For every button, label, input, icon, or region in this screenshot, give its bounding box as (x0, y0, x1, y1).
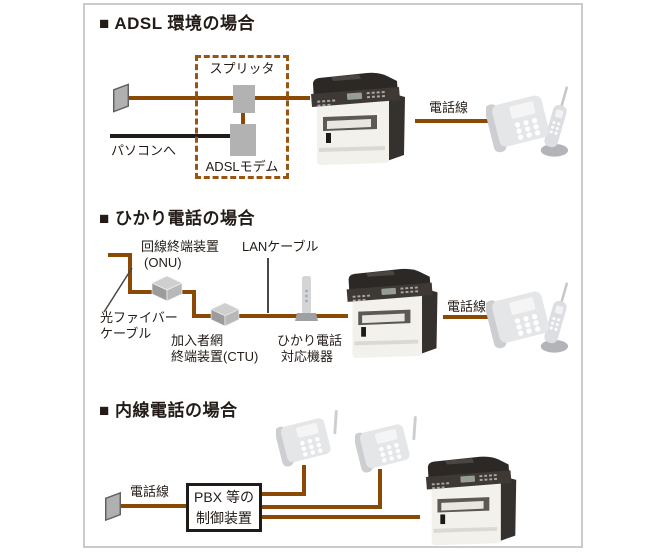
phone-line-label-adsl: 電話線 (429, 100, 469, 115)
ctu-label-line2: 終端装置(CTU) (171, 349, 259, 364)
adsl-modem-label: ADSLモデム (205, 159, 279, 174)
splitter-modem-connector (241, 112, 245, 126)
pbx-control-box: PBX 等の 制御装置 (186, 483, 262, 532)
onu-box-icon (150, 274, 184, 302)
section-title-adsl: ■ ADSL 環境の場合 (99, 14, 256, 33)
line-step-down (192, 290, 196, 318)
pbx-line-to-phone-b-h (260, 505, 382, 509)
phone-line-printer-to-phone-2 (443, 315, 493, 319)
line-ctu-to-printer (192, 314, 348, 318)
onu-label-line1: 回線終端装置 (141, 239, 220, 254)
fiber-line-h1 (108, 253, 132, 257)
telephone-icon (486, 80, 572, 160)
fax-printer-icon (337, 264, 451, 363)
fiber-label-line1: 光ファイバー (100, 310, 178, 325)
phone-line-printer-to-phone (415, 119, 493, 123)
fax-printer-icon (414, 452, 532, 550)
lan-cable-label: LANケーブル (242, 239, 319, 254)
phone-line-jack-to-printer (122, 96, 310, 100)
wall-jack-icon (111, 83, 131, 113)
phone-line-label-hikari: 電話線 (447, 299, 487, 314)
fiber-line-v1 (128, 253, 132, 294)
phone-line-label-naisen: 電話線 (130, 484, 170, 499)
section-title-naisen: ■ 内線電話の場合 (99, 401, 238, 420)
pbx-line-to-phone-a-h (260, 492, 306, 496)
adsl-modem-box (230, 124, 256, 156)
onu-label-line2: (ONU) (144, 255, 182, 270)
fiber-pointer-line (103, 267, 133, 313)
phone-line-jack-to-pbx (114, 504, 188, 508)
hikari-device-label-line2: 対応機器 (281, 349, 334, 364)
section-title-hikari: ■ ひかり電話の場合 (99, 209, 255, 228)
fiber-label-line2: ケーブル (100, 326, 152, 341)
splitter-label: スプリッタ (209, 61, 275, 76)
fax-printer-icon (301, 68, 419, 170)
fiber-line-h2 (128, 290, 168, 294)
pbx-label-line1: PBX 等の (194, 489, 254, 506)
line-onu-out (178, 290, 196, 294)
pbx-line-to-phone-a-v (302, 465, 306, 496)
pbx-line-to-phone-b-v (378, 469, 382, 509)
pbx-label-line2: 制御装置 (196, 509, 252, 526)
splitter-box (233, 85, 255, 113)
adsl-equipment-dashed-outline (195, 55, 289, 179)
hikari-device-label-line1: ひかり電話 (277, 333, 343, 348)
extension-phone-icon (276, 409, 346, 469)
telephone-icon (486, 276, 572, 356)
ctu-label-line1: 加入者網 (171, 333, 224, 348)
lan-cable-pointer-line (267, 258, 269, 313)
ctu-box-icon (209, 301, 241, 327)
wall-jack-icon (103, 491, 123, 522)
to-pc-label: パソコンへ (111, 143, 177, 158)
pc-line (110, 134, 231, 138)
hikari-router-icon (293, 275, 319, 323)
pbx-line-to-printer (260, 515, 420, 519)
